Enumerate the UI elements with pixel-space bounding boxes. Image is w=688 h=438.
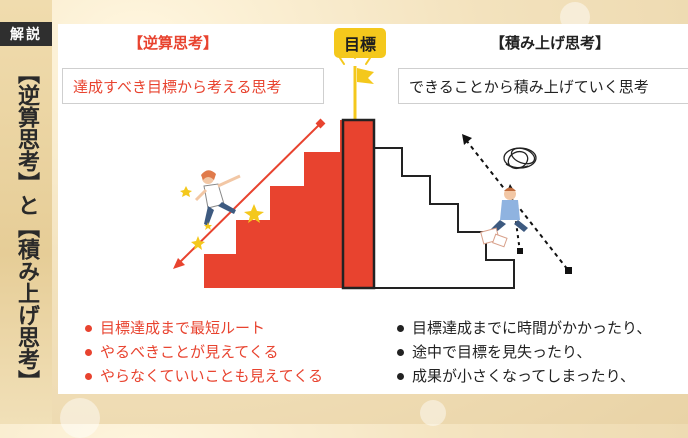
goal-flag-icon [339, 51, 374, 119]
sparkle-star-icon [180, 186, 264, 250]
list-item: 目標達成までに時間がかかったり、 [394, 316, 651, 340]
backward-bullet-list: 目標達成まで最短ルート やるべきことが見えてくる やらなくていいことも見えてくる [82, 316, 323, 388]
forward-thinking-header: 【積み上げ思考】 [490, 34, 611, 52]
list-item: やるべきことが見えてくる [82, 340, 323, 364]
list-item: 成果が小さくなってしまったり、 [394, 364, 651, 388]
explanation-badge: 解説 [0, 22, 52, 46]
goal-label: 目標 [334, 28, 386, 58]
list-item: 目標達成まで最短ルート [82, 316, 323, 340]
main-panel: 【逆算思考】 【積み上げ思考】 達成すべき目標から考える思考 できることから積み… [58, 24, 688, 394]
backward-staircase [204, 120, 374, 288]
forward-thinking-caption: できることから積み上げていく思考 [398, 68, 688, 104]
staircase-diagram [173, 51, 572, 290]
backward-thinking-caption: 達成すべき目標から考える思考 [62, 68, 324, 104]
sidebar-band: 解説 【逆算思考】と【積み上げ思考】 [0, 0, 52, 424]
forward-staircase [373, 120, 515, 289]
backward-thinking-header: 【逆算思考】 [128, 34, 219, 52]
confusion-scribble-icon [503, 147, 537, 170]
list-item: やらなくていいことも見えてくる [82, 364, 323, 388]
goal-pillar [341, 118, 376, 290]
worried-person-icon [480, 187, 528, 248]
climber-figure-icon [194, 170, 241, 226]
forward-bullet-list: 目標達成までに時間がかかったり、 途中で目標を見失ったり、 成果が小さくなってし… [394, 316, 651, 388]
vertical-title: 【逆算思考】と【積み上げ思考】 [14, 62, 39, 392]
list-item: 途中で目標を見失ったり、 [394, 340, 651, 364]
bokeh-dot [60, 398, 100, 438]
bokeh-dot [420, 400, 446, 426]
